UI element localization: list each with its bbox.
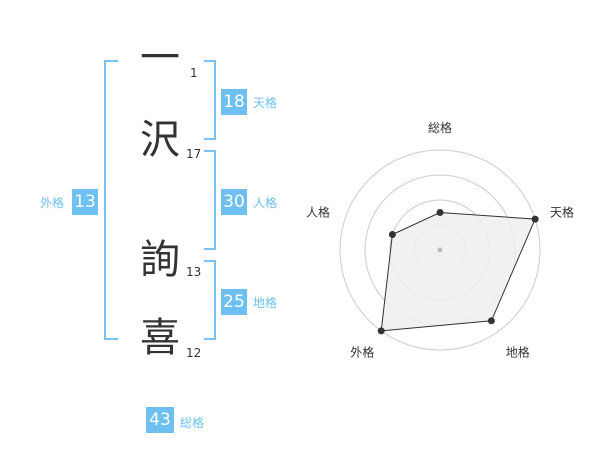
- soukaku-label: 総格: [180, 416, 205, 430]
- radar-data-point: [377, 327, 385, 335]
- tenkaku-value-badge: 18: [221, 89, 247, 115]
- tenkaku-bracket: [204, 60, 216, 140]
- radar-axis-label: 地格: [506, 345, 530, 360]
- stroke-count-1: 1: [190, 66, 198, 80]
- chikaku-label: 地格: [253, 296, 278, 310]
- chikaku-value-badge: 25: [221, 289, 247, 315]
- radar-data-point: [531, 215, 539, 223]
- jinkaku-value-badge: 30: [221, 189, 247, 215]
- gaikaku-value-badge: 13: [72, 189, 98, 215]
- stroke-count-3: 13: [186, 265, 202, 279]
- gaikaku-label: 外格: [40, 196, 65, 210]
- radar-axis-label: 総格: [428, 120, 452, 135]
- name-char-2: 沢: [140, 117, 180, 163]
- radar-axis-label: 天格: [550, 204, 574, 219]
- radar-axis-label: 外格: [350, 345, 374, 360]
- tenkaku-label: 天格: [253, 96, 278, 110]
- jinkaku-label: 人格: [253, 196, 278, 210]
- name-char-1: 一: [140, 35, 180, 81]
- radar-axis-label: 人格: [306, 204, 330, 219]
- chikaku-bracket: [204, 260, 216, 340]
- radar-data-point: [436, 209, 444, 216]
- radar-center-point: [437, 247, 443, 253]
- stroke-count-4: 12: [186, 346, 202, 360]
- radar-grid-ring: [339, 149, 541, 351]
- gaikaku-bracket: [104, 60, 118, 340]
- name-char-3: 詢: [140, 237, 180, 283]
- radar-data-point: [487, 317, 495, 325]
- radar-data-polygon: [380, 211, 536, 332]
- stroke-count-2: 17: [186, 147, 202, 161]
- radar-data-point: [388, 231, 396, 238]
- jinkaku-bracket: [204, 150, 216, 250]
- name-char-4: 喜: [140, 315, 180, 361]
- soukaku-value-badge: 43: [146, 407, 174, 433]
